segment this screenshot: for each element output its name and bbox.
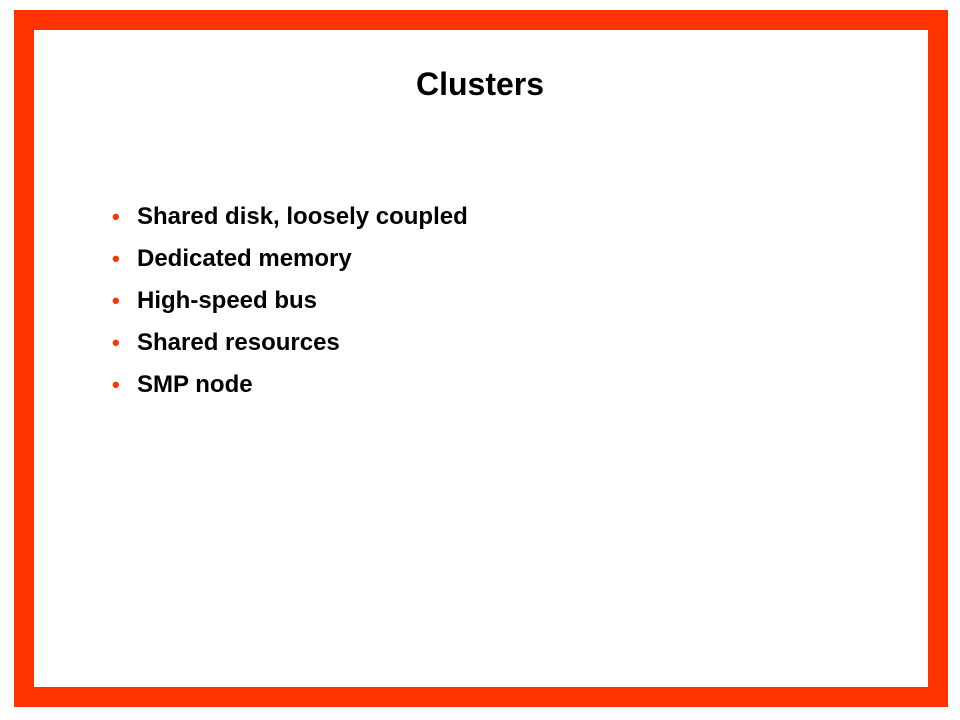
bullet-list: • Shared disk, loosely coupled • Dedicat… <box>112 196 468 406</box>
bullet-item: • Shared disk, loosely coupled <box>112 196 468 238</box>
bullet-dot-icon: • <box>112 330 120 355</box>
bullet-item: • Shared resources <box>112 322 468 364</box>
bullet-item: • High-speed bus <box>112 280 468 322</box>
bullet-dot-icon: • <box>112 246 120 271</box>
bullet-text: High-speed bus <box>137 287 318 314</box>
bullet-text: Shared disk, loosely coupled <box>137 203 468 230</box>
bullet-item: • Dedicated memory <box>112 238 468 280</box>
bullet-text: Dedicated memory <box>137 245 352 272</box>
slide-title: Clusters <box>415 66 545 102</box>
slide-border-frame <box>14 10 948 707</box>
bullet-text: Shared resources <box>137 329 340 356</box>
bullet-dot-icon: • <box>112 204 120 229</box>
bullet-item: • SMP node <box>112 364 468 406</box>
bullet-dot-icon: • <box>112 288 120 313</box>
bullet-dot-icon: • <box>112 372 120 397</box>
bullet-text: SMP node <box>137 371 253 398</box>
